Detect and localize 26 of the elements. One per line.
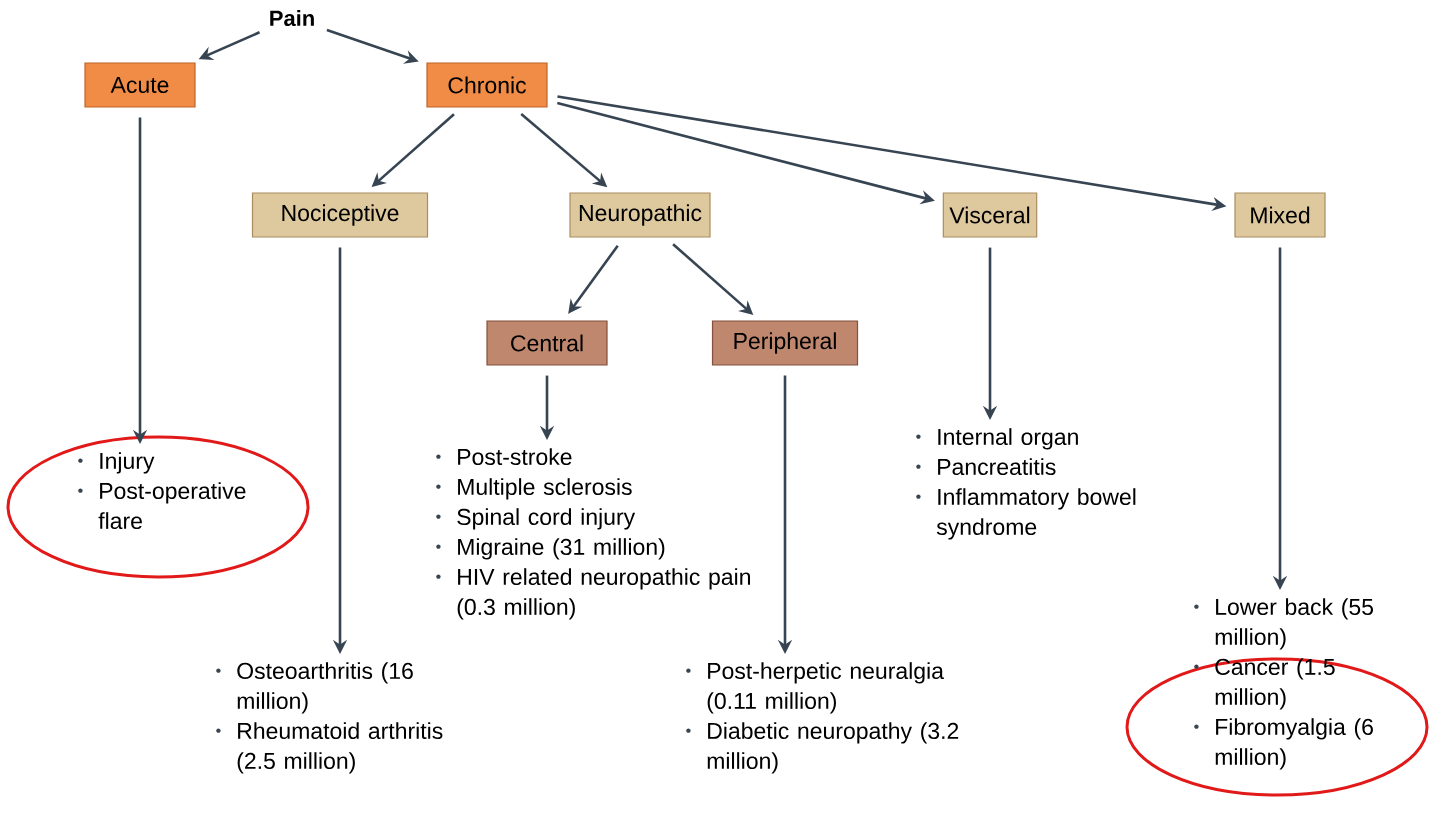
category-box: Mixed <box>1234 192 1326 238</box>
list-item: Internal organ <box>916 428 1078 450</box>
list-item: Spinal cord injury <box>436 508 636 530</box>
list-item: Lower back (55 million) <box>1194 598 1373 650</box>
list-item: Pancreatitis <box>916 458 1056 476</box>
list-item: Fibromyalgia (6 million) <box>1194 718 1373 770</box>
list-item: Post-stroke <box>436 448 572 466</box>
category-box: Nociceptive <box>251 192 429 238</box>
list-item: Rheumatoid arthritis (2.5 million) <box>216 722 443 774</box>
list-item: Inflammatory bowel syndrome <box>916 488 1136 540</box>
category-box: Neuropathic <box>569 192 711 238</box>
list-item: Post-herpetic neuralgia (0.11 million) <box>686 662 944 714</box>
subcategory-box: Central <box>486 320 608 366</box>
category-box: Visceral <box>942 192 1038 238</box>
list-item: Post-operative flare <box>78 482 246 530</box>
list-item: Cancer (1.5 million) <box>1194 658 1335 710</box>
list-item: Migraine (31 million) <box>436 538 665 560</box>
subcategory-box: Peripheral <box>711 320 859 366</box>
category-box: Chronic <box>426 62 548 108</box>
list-item: Osteoarthritis (16 million) <box>216 662 413 714</box>
list-item: Multiple sclerosis <box>436 478 632 500</box>
category-box: Acute <box>84 62 196 108</box>
root-label: Pain <box>270 9 314 27</box>
list-item: HIV related neuropathic pain (0.3 million) <box>436 568 750 620</box>
list-item: Diabetic neuropathy (3.2 million) <box>686 722 959 774</box>
list-item: Injury <box>78 452 155 474</box>
